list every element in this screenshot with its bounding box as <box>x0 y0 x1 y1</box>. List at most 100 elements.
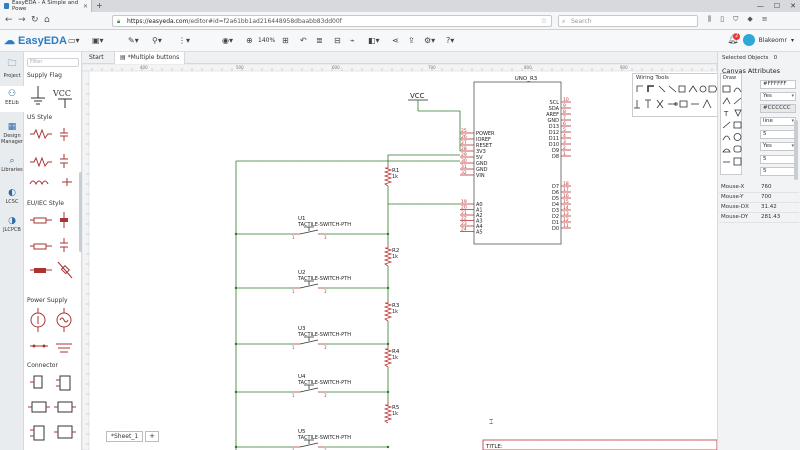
view-menu-icon[interactable]: ◉▾ <box>222 36 233 45</box>
netport-icon[interactable] <box>688 85 698 93</box>
sheet-tab[interactable]: *Sheet_1 <box>106 431 144 442</box>
grid-dot <box>461 443 463 445</box>
grid-style-select[interactable]: line <box>760 117 796 126</box>
chevron-down-icon[interactable]: ▾ <box>790 36 794 44</box>
pin-tool-icon[interactable] <box>733 157 742 166</box>
vcc-symbol-label[interactable]: VCC <box>53 89 72 98</box>
close-tab-icon[interactable]: ✕ <box>82 2 88 10</box>
rail-item-libraries[interactable]: ⌕Libraries <box>1 156 23 173</box>
rail-item-eelib[interactable]: ⚇EELib <box>0 86 24 112</box>
save-icon[interactable]: ▣▾ <box>92 36 104 45</box>
background-color-field[interactable]: #FFFFFF <box>760 80 796 89</box>
add-sheet-button[interactable]: + <box>145 431 160 442</box>
minimize-icon[interactable]: — <box>756 2 764 10</box>
rect-tool-icon[interactable] <box>733 121 742 129</box>
url-bar[interactable]: 🔒︎ https://easyeda.com/editor#id=f2a61bb… <box>112 15 552 27</box>
visible-grid-select[interactable]: Yes <box>760 92 796 101</box>
wire-tool-icon[interactable] <box>636 85 643 92</box>
rail-item-lcsc[interactable]: ◐LCSC <box>0 188 24 205</box>
undo-icon[interactable]: ↶ <box>300 36 307 45</box>
netlabel-icon[interactable] <box>668 85 677 93</box>
grid-dot <box>401 383 403 385</box>
netport-arrow-icon[interactable] <box>708 85 718 93</box>
filter-input[interactable]: Filter <box>27 58 79 67</box>
forward-icon[interactable]: → <box>18 15 26 25</box>
library-icon[interactable]: ⫼ <box>708 15 712 23</box>
frame-tool-icon[interactable] <box>733 145 742 153</box>
design-to-pcb-icon[interactable]: ⊟ <box>334 36 341 45</box>
line-tool-icon[interactable] <box>722 121 731 129</box>
avatar[interactable] <box>742 34 755 46</box>
home-icon[interactable]: ⌂ <box>44 15 50 25</box>
menu-icon[interactable]: ≡ <box>761 15 768 23</box>
zoom-fit-icon[interactable]: ⊞ <box>282 36 289 45</box>
bom-icon[interactable]: ≣ <box>316 36 323 45</box>
snap-select[interactable]: Yes <box>760 142 796 151</box>
zoom-menu-icon[interactable]: ⊕ <box>246 36 253 45</box>
polyline-tool-icon[interactable] <box>722 97 731 105</box>
help-icon[interactable]: ?▾ <box>446 36 455 45</box>
maximize-icon[interactable]: ☐ <box>773 2 781 10</box>
bus-entry-icon[interactable] <box>658 85 666 93</box>
properties-scrollbar[interactable] <box>794 120 798 180</box>
grid-dot <box>141 83 143 85</box>
export-icon[interactable]: ⇪ <box>408 36 415 45</box>
place-menu-icon[interactable]: ⚲▾ <box>152 36 162 45</box>
edit-menu-icon[interactable]: ✎▾ <box>128 36 139 45</box>
rail-item-jlcpcb[interactable]: ◑JLCPCB <box>0 216 24 233</box>
zoom-level[interactable]: 140% <box>258 37 276 44</box>
sidebar-icon[interactable]: ▯ <box>720 15 725 23</box>
extension-icon[interactable]: ◆ <box>747 15 753 23</box>
ellipse-tool-icon[interactable] <box>722 148 731 153</box>
grid-dot <box>101 443 103 445</box>
circle-tool-icon[interactable] <box>733 133 742 141</box>
pie-tool-icon[interactable] <box>722 135 731 141</box>
connector-symbols[interactable] <box>28 372 80 444</box>
reload-icon[interactable]: ↻ <box>31 15 39 25</box>
schematic-canvas[interactable]: 4005006007008009001000UNO_R325POWER26IOR… <box>82 64 717 450</box>
format-menu-icon[interactable]: ⋮▾ <box>178 36 191 45</box>
grid-dot <box>641 283 643 285</box>
right-pin-name: D0 <box>552 226 559 232</box>
junction-icon[interactable] <box>699 85 707 93</box>
image-tool-icon[interactable] <box>722 85 731 93</box>
bezier-tool-icon[interactable] <box>733 97 742 105</box>
freehand-tool-icon[interactable] <box>734 109 742 117</box>
tab-multiple-buttons[interactable]: ▤ *Multiple buttons <box>114 52 186 64</box>
bookmark-star-icon[interactable]: ☆ <box>540 17 547 25</box>
grid-dot <box>241 363 243 365</box>
eu-style-symbols[interactable] <box>28 210 80 288</box>
netlist-icon[interactable]: ⌁ <box>350 36 355 45</box>
back-icon[interactable]: ← <box>5 15 13 25</box>
rail-item-project[interactable]: 🗀︎Project <box>0 56 24 79</box>
supply-flag-symbols[interactable] <box>28 82 80 110</box>
snap-size-field[interactable]: 5 <box>760 155 796 164</box>
power-supply-symbols[interactable] <box>28 308 80 362</box>
close-window-icon[interactable]: ✕ <box>790 2 796 10</box>
file-menu-icon[interactable]: ▭▾ <box>68 36 80 45</box>
username[interactable]: Blakeomr <box>758 36 787 44</box>
probe-icon[interactable] <box>702 99 712 109</box>
arc-tool-icon[interactable] <box>733 87 742 93</box>
us-style-symbols[interactable] <box>28 124 80 190</box>
browser-search-input[interactable]: ⌕ Search <box>558 15 698 27</box>
alt-snap-field[interactable]: 5 <box>760 167 796 176</box>
notification-bell-icon[interactable]: 🔔︎2 <box>727 33 741 45</box>
shield-icon[interactable]: ⛉ <box>733 15 739 23</box>
tab-start[interactable]: Start <box>89 54 104 61</box>
grid-dot <box>601 263 603 265</box>
grid-dot <box>581 443 583 445</box>
group-icon[interactable] <box>679 100 688 108</box>
browser-tab[interactable]: EasyEDA - A Simple and Powe ✕ <box>0 0 92 12</box>
settings-icon[interactable]: ⚙▾ <box>424 36 436 45</box>
bus-tool-icon[interactable] <box>647 85 654 92</box>
new-tab-icon[interactable]: + <box>96 1 103 10</box>
rail-item-design-manager[interactable]: ▦Design Manager <box>1 122 23 145</box>
grid-color-field[interactable]: #CCCCCC <box>760 104 796 113</box>
netflag-icon[interactable] <box>678 85 686 93</box>
grid-size-field[interactable]: 5 <box>760 130 796 139</box>
grid-dot <box>641 323 643 325</box>
share-icon[interactable]: ⋖ <box>392 36 399 45</box>
theme-icon[interactable]: ◧▾ <box>368 36 380 45</box>
library-scrollbar[interactable] <box>79 172 82 252</box>
